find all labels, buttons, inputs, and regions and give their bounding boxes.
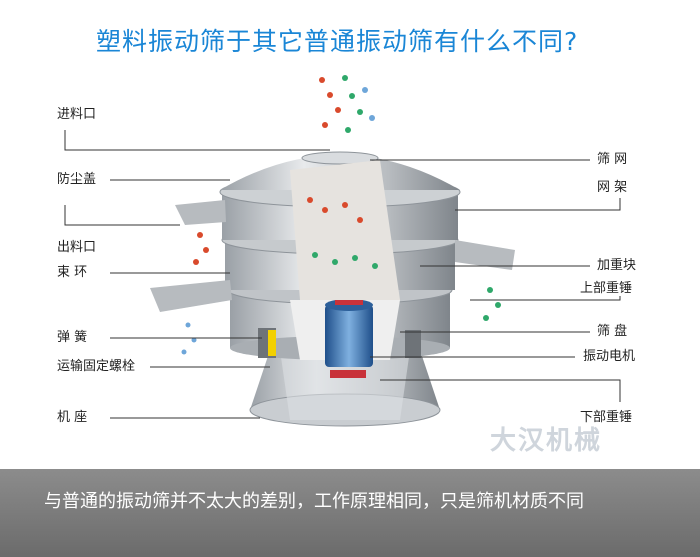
leader-lines	[64, 130, 621, 419]
spring-icon	[258, 328, 421, 358]
label-screen-mesh: 筛 网	[597, 152, 628, 167]
label-screen-tray: 筛 盘	[597, 324, 628, 339]
label-inlet: 进料口	[57, 107, 97, 122]
caption-text: 与普通的振动筛并不太大的差别，工作原理相同，只是筛机材质不同	[44, 491, 584, 512]
label-clamp-ring: 束 环	[57, 265, 88, 280]
watermark-logo: 大汉机械	[490, 426, 603, 456]
label-mesh-frame: 网 架	[597, 180, 628, 195]
label-dust-cover: 防尘盖	[57, 172, 97, 187]
label-transport-bolt: 运输固定螺栓	[57, 359, 136, 374]
label-upper-weight: 上部重锤	[580, 281, 633, 296]
label-spring: 弹 簧	[57, 330, 88, 345]
label-lower-weight: 下部重锤	[580, 410, 633, 425]
page-title: 塑料振动筛于其它普通振动筛有什么不同?	[96, 27, 579, 56]
label-base: 机 座	[57, 410, 88, 425]
label-motor: 振动电机	[583, 349, 636, 364]
material-particles	[181, 75, 501, 355]
caption-bar	[0, 469, 700, 557]
label-weight-block: 加重块	[597, 258, 637, 273]
machine-base	[249, 350, 441, 427]
vibrating-screen-diagram	[64, 75, 621, 427]
label-outlet: 出料口	[57, 240, 97, 255]
motor-icon	[325, 295, 373, 378]
